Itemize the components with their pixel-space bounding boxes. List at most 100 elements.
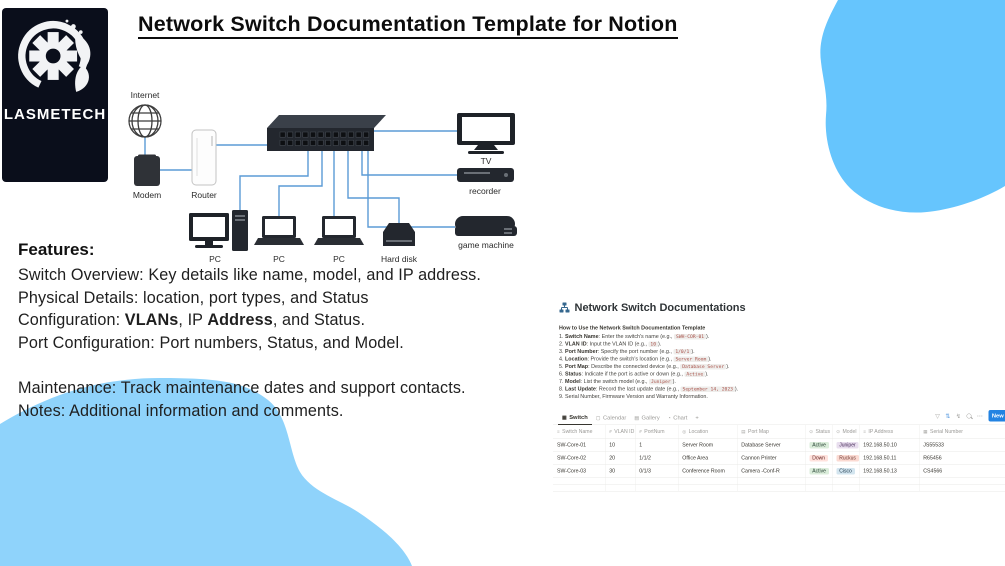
column-header[interactable]: ◎Location [678,425,738,439]
network-hierarchy-icon [559,302,570,313]
recorder-icon [457,168,514,182]
table-cell: 1/1/2 [635,451,679,465]
tab-label: Calendar [602,415,627,421]
table-empty-row[interactable] [553,477,1005,485]
laptop-icon [254,216,304,245]
table-cell: R65456 [919,451,1005,465]
column-header[interactable]: ⊙Model [832,425,860,439]
table-cell [635,477,679,485]
table-cell: SW-Core-02 [553,451,606,465]
sort-icon[interactable]: ⇅ [945,412,951,420]
tab-icon: ▢ [595,415,601,421]
column-icon: # [639,428,642,434]
filter-icon[interactable]: ▽ [935,412,940,420]
notion-page-title: Network Switch Documentations [574,301,746,314]
column-header[interactable]: ▤Port Map [737,425,806,439]
inline-code: Active [684,371,706,377]
internet-label: Internet [131,90,160,100]
gear-leaf-logo-icon [18,19,91,92]
hard-disk-label: Hard disk [381,254,418,264]
recorder-label: recorder [469,186,501,196]
table-cell: 192.168.50.11 [859,451,920,465]
search-icon[interactable] [966,413,972,419]
table-cell: Cannon Printer [737,451,806,465]
internet-globe-icon [128,104,162,138]
tab-label: Switch [569,414,588,421]
column-icon: ≡ [863,428,866,434]
table-cell [832,477,860,485]
table-cell [553,484,606,492]
view-toolbar: ▽ ⇅ ↯ ⋯ New ▾ [935,410,1005,422]
column-header[interactable]: ≡IP Address [859,425,920,439]
howto-step: 4. Location: Provide the switch's locati… [559,356,712,362]
column-header[interactable]: ⊙Status [805,425,833,439]
brand-logo: LASMETECH [2,8,108,182]
zap-icon[interactable]: ↯ [955,412,961,420]
table-cell: SW-Core-01 [553,438,606,452]
column-header[interactable]: #PortNum [635,425,679,439]
table-empty-row[interactable] [553,484,1005,492]
table-cell [678,477,738,485]
switch-table: ≡Switch Name#VLAN ID#PortNum◎Location▤Po… [553,425,1005,492]
table-cell: 10 [605,438,636,452]
tab-chart[interactable]: ◔Chart [664,412,692,425]
column-icon: ⊙ [836,428,841,434]
new-button-label: New [991,412,1004,419]
tab-gallery[interactable]: ▤Gallery [630,412,663,425]
table-cell: Conference Room [678,464,738,478]
table-cell: 192.168.50.10 [859,438,920,452]
feature-line: Configuration: VLANs, IP Address, and St… [18,311,366,330]
tab--[interactable]: + [691,412,702,425]
inline-code: Juniper [649,379,673,385]
blob-top-right-shape [820,0,1005,213]
table-cell [737,484,806,492]
tab-icon: ◔ [667,415,671,421]
more-icon[interactable]: ⋯ [976,412,983,420]
table-cell [678,484,738,492]
brand-name: LASMETECH [3,106,107,123]
page-title: Network Switch Documentation Template fo… [138,12,778,39]
table-cell [805,484,833,492]
table-cell [553,477,606,485]
howto-step: 5. Port Map: Describe the connected devi… [559,363,730,370]
pc1-label: PC [209,254,221,264]
column-header[interactable]: #VLAN ID [605,425,636,439]
table-cell: Database Server [737,438,806,452]
table-cell: 20 [605,451,636,465]
table-cell: 192.168.50.13 [859,464,920,478]
table-cell: 1 [635,438,679,452]
features-lines: Switch Overview: Key details like name, … [18,264,558,422]
column-header[interactable]: ≡Switch Name [553,425,606,439]
features-section: Features: Switch Overview: Key details l… [18,240,558,422]
table-cell [737,477,806,485]
notion-screenshot: Network Switch Documentations How to Use… [553,296,1005,492]
table-cell: Active [805,464,833,478]
table-cell [919,477,1005,485]
router-label: Router [191,190,217,200]
table-cell [635,484,679,492]
column-icon: ▦ [923,428,928,434]
feature-line: Notes: Additional information and commen… [18,401,344,420]
modem-icon [134,154,160,186]
column-icon: ▤ [741,428,746,434]
table-cell [605,484,636,492]
tab-switch[interactable]: ▦Switch [558,412,592,425]
table-cell: 30 [605,464,636,478]
column-icon: ≡ [557,428,560,434]
howto-step: 3. Port Number: Specify the port number … [559,348,695,355]
table-cell [605,477,636,485]
column-header[interactable]: ▦Serial Number [919,425,1005,439]
howto-step: 1. Switch Name: Enter the switch's name … [559,333,710,340]
inline-code: SWH-COR-01 [674,334,707,340]
network-links [144,130,457,228]
table-header-row: ≡Switch Name#VLAN ID#PortNum◎Location▤Po… [553,425,1005,439]
column-icon: # [609,428,612,434]
tab-calendar[interactable]: ▢Calendar [592,412,631,425]
new-button[interactable]: New ▾ [988,410,1005,422]
game-machine-icon [455,216,517,236]
table-cell: Cisco [832,464,860,478]
